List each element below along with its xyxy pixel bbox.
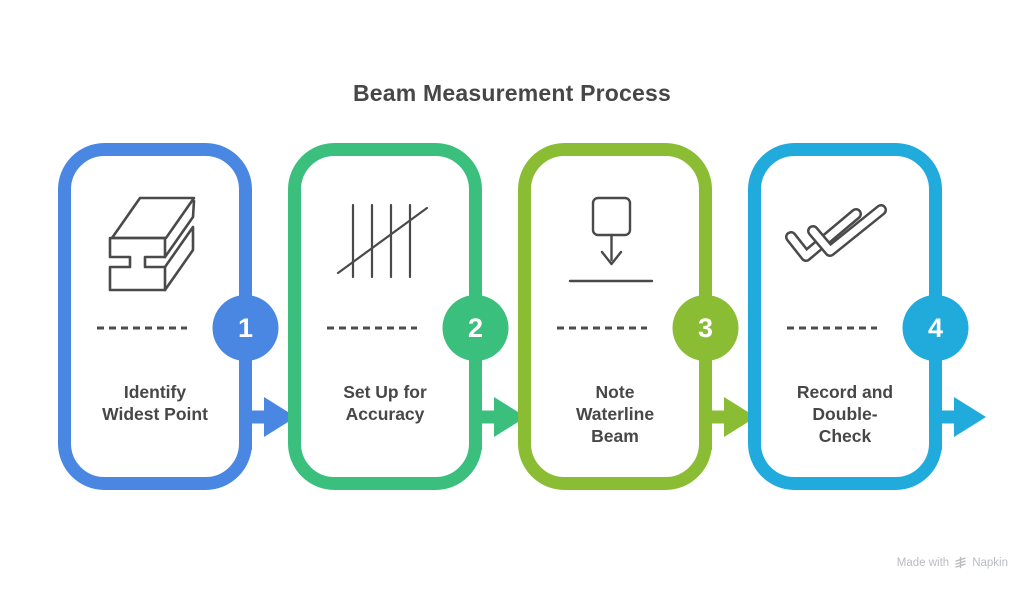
step2-label-line2: Accuracy [345,404,425,424]
step2-badge-circle [442,295,509,361]
tally-marks-icon [336,203,429,279]
step-card-1 [58,143,296,490]
step1-badge-circle [212,295,279,361]
step-card-4 [748,143,986,490]
step-card-2 [288,143,526,490]
step1-label: Identify Widest Point [60,381,250,425]
step3-badge-circle [672,295,739,361]
step1-label-line2: Widest Point [102,404,208,424]
napkin-logo-icon [955,556,966,569]
step4-arrow-head-icon [954,397,986,437]
step3-label-line2: Waterline [575,404,655,424]
step3-label: Note Waterline Beam [520,381,710,447]
step3-label-line3: Beam [591,426,639,446]
step4-label-line1: Record and [796,382,894,402]
step3-label-line1: Note [595,382,635,402]
step4-badge-circle [902,295,969,361]
double-check-icon [785,204,887,262]
step1-arrow-head-icon [264,397,296,437]
step4-badge-number: 4 [927,313,944,343]
step1-label-line1: Identify [123,382,187,402]
step4-label-line2: Double- [812,404,878,424]
step4-label-line3: Check [818,426,872,446]
step2-label-line1: Set Up for [343,382,427,402]
step4-label: Record and Double- Check [750,381,940,447]
step2-arrow-head-icon [494,397,526,437]
step3-badge-number: 3 [697,313,714,343]
watermark-brand: Napkin [972,556,1008,569]
watermark-prefix: Made with [896,556,950,569]
waterline-gauge-icon [568,196,654,283]
watermark: Made with Napkin [897,556,1008,569]
step3-arrow-head-icon [724,397,756,437]
page-title: Beam Measurement Process [352,80,671,106]
step-card-3 [518,143,756,490]
step2-label: Set Up for Accuracy [290,381,480,425]
step2-badge-number: 2 [467,313,484,343]
step1-badge-number: 1 [237,313,254,343]
i-beam-icon [108,196,196,292]
